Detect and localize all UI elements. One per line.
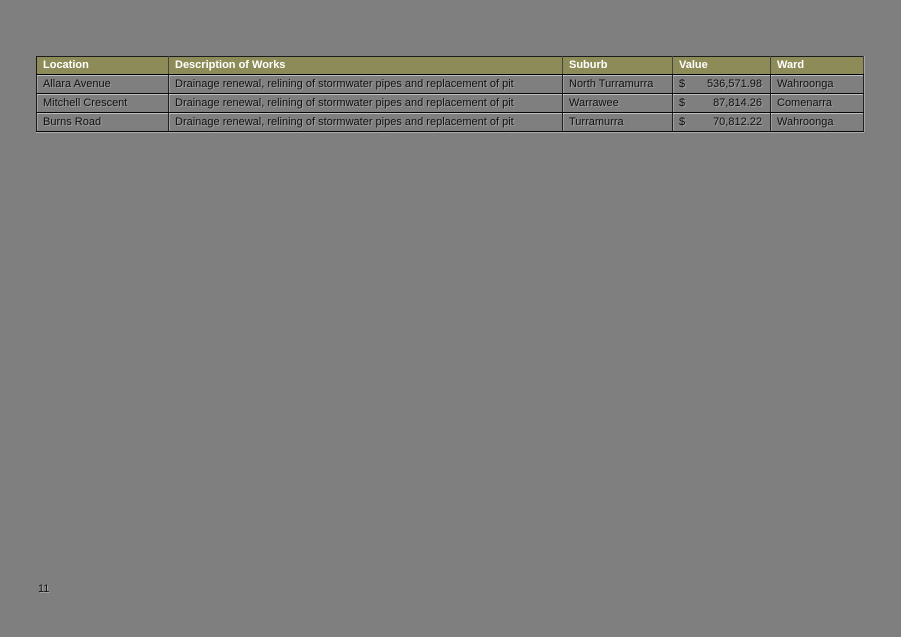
cell-suburb: North Turramurra	[562, 74, 673, 94]
cell-location: Mitchell Crescent	[36, 93, 169, 113]
column-header-description: Description of Works	[168, 56, 563, 75]
value-amount: 70,812.22	[713, 116, 762, 128]
column-header-value: Value	[672, 56, 771, 75]
page-number: 11	[38, 583, 50, 595]
table-row: Mitchell Crescent Drainage renewal, reli…	[36, 93, 864, 113]
table-row: Burns Road Drainage renewal, relining of…	[36, 112, 864, 132]
cell-value: $ 87,814.26	[672, 93, 771, 113]
value-amount: 536,571.98	[706, 78, 762, 90]
value-amount: 87,814.26	[713, 97, 762, 109]
table-header-row: Location Description of Works Suburb Val…	[36, 56, 864, 75]
cell-description: Drainage renewal, relining of stormwater…	[168, 112, 563, 132]
cell-location: Allara Avenue	[36, 74, 169, 94]
currency-symbol: $	[679, 78, 686, 90]
cell-location: Burns Road	[36, 112, 169, 132]
cell-description: Drainage renewal, relining of stormwater…	[168, 74, 563, 94]
currency-symbol: $	[679, 116, 686, 128]
cell-suburb: Turramurra	[562, 112, 673, 132]
currency-symbol: $	[679, 97, 686, 109]
works-table: Location Description of Works Suburb Val…	[36, 56, 864, 132]
column-header-location: Location	[36, 56, 169, 75]
cell-ward: Wahroonga	[770, 112, 864, 132]
cell-ward: Comenarra	[770, 93, 864, 113]
cell-description: Drainage renewal, relining of stormwater…	[168, 93, 563, 113]
column-header-suburb: Suburb	[562, 56, 673, 75]
cell-ward: Wahroonga	[770, 74, 864, 94]
table-row: Allara Avenue Drainage renewal, relining…	[36, 74, 864, 94]
cell-value: $ 536,571.98	[672, 74, 771, 94]
cell-value: $ 70,812.22	[672, 112, 771, 132]
column-header-ward: Ward	[770, 56, 864, 75]
cell-suburb: Warrawee	[562, 93, 673, 113]
